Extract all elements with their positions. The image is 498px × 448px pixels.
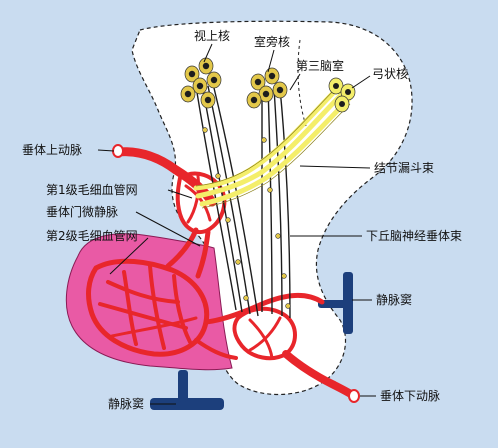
venous-sinus-left xyxy=(150,370,224,410)
vascular-network xyxy=(86,144,360,403)
portal-vein-2 xyxy=(195,229,211,279)
tract-varicosities xyxy=(202,127,291,309)
tuberoinfundibular-tract xyxy=(193,83,351,207)
venous-sinus-right xyxy=(318,272,353,334)
label-hypothalamo-hypophyseal-tract: 下丘脑神经垂体束 xyxy=(366,229,462,243)
hypothalamus-tissue xyxy=(131,20,413,396)
label-portal-veins: 垂体门微静脉 xyxy=(46,204,118,219)
leader-lines xyxy=(97,43,376,405)
tuberoinfundibular-tract-outline xyxy=(195,83,351,209)
third-ventricle-cleft xyxy=(297,39,307,127)
label-inferior-hypophyseal-artery: 垂体下动脉 xyxy=(380,388,440,403)
label-supraoptic-nucleus: 视上核 xyxy=(194,28,230,43)
label-paraventricular-nucleus: 室旁核 xyxy=(254,34,290,49)
paraventricular-nucleus-cells xyxy=(246,67,288,109)
secondary-capillary-net xyxy=(86,258,210,357)
superior-hypophyseal-artery xyxy=(113,147,217,207)
label-third-ventricle: 第三脑室 xyxy=(296,58,344,73)
label-arcuate-nucleus: 弓状核 xyxy=(372,67,408,81)
arcuate-nucleus-cells xyxy=(328,77,356,113)
inferior-hypophyseal-artery xyxy=(282,350,358,400)
label-tuberoinfundibular-tract: 结节漏斗束 xyxy=(374,161,434,175)
supraoptic-nucleus-cells xyxy=(180,57,222,109)
artery-opening-bottom xyxy=(348,389,360,403)
label-superior-hypophyseal-artery: 垂体上动脉 xyxy=(22,142,82,157)
label-venous-sinus-left: 静脉窦 xyxy=(108,396,144,411)
label-secondary-capillary-net: 第2级毛细血管网 xyxy=(46,228,138,243)
portal-vein-1 xyxy=(165,227,199,269)
label-primary-capillary-net: 第1级毛细血管网 xyxy=(46,182,138,197)
label-venous-sinus-right: 静脉窦 xyxy=(376,292,412,307)
artery-opening-top xyxy=(112,144,124,158)
